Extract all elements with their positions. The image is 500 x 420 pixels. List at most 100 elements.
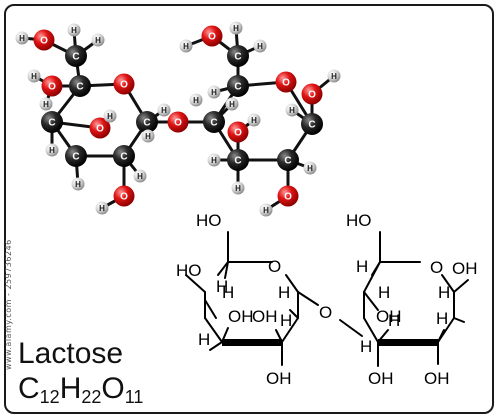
atom-sphere (231, 181, 245, 195)
atom-c: C (136, 111, 158, 133)
atom-sphere (275, 71, 297, 93)
atom-sphere (45, 143, 59, 157)
skeletal-label: H (436, 309, 448, 328)
atom-h: H (327, 69, 341, 83)
atom-c: C (203, 111, 225, 133)
atom-symbol: O (284, 192, 292, 203)
skeletal-label: H (278, 283, 290, 302)
atom-symbol: H (99, 204, 105, 213)
atom-sphere (203, 111, 225, 133)
skeletal-label: HO (346, 211, 372, 230)
atom-h: H (303, 161, 317, 175)
atom-sphere (285, 103, 299, 117)
atom-h: H (189, 93, 203, 107)
atom-sphere (259, 203, 273, 217)
atom-h: H (229, 21, 243, 35)
skeletal-label: HO (196, 211, 222, 230)
atom-symbol: H (43, 100, 49, 109)
skeletal-label: O (430, 258, 443, 277)
atom-sphere (27, 69, 41, 83)
atom-symbol: C (234, 82, 241, 93)
atom-symbol: H (95, 36, 101, 45)
atom-sphere (33, 29, 55, 51)
atom-o: O (113, 185, 135, 207)
formula-element-o: O (101, 372, 125, 405)
atom-symbol: C (72, 52, 79, 63)
atom-symbol: O (120, 192, 128, 203)
skeletal-label: H (360, 337, 372, 356)
atom-o: O (89, 117, 111, 139)
atom-sphere (136, 111, 158, 133)
atom-h: H (103, 109, 117, 123)
skeletal-label: OH (376, 307, 402, 326)
atom-sphere (301, 83, 323, 105)
atom-symbol: H (49, 146, 55, 155)
atom-sphere (167, 111, 189, 133)
atom-symbol: H (257, 42, 263, 51)
skeletal-label: OH (252, 307, 278, 326)
atom-symbol: H (75, 180, 81, 189)
atom-sphere (303, 161, 317, 175)
skeletal-label: O (268, 257, 281, 276)
skeletal-label: H (356, 257, 368, 276)
atom-h: H (71, 177, 85, 191)
atom-o: O (113, 73, 135, 95)
atom-sphere (89, 117, 111, 139)
atom-sphere (179, 39, 193, 53)
skeletal-label: H (378, 283, 390, 302)
atom-symbol: C (234, 156, 241, 167)
atom-h: H (95, 201, 109, 215)
atom-sphere (189, 93, 203, 107)
atom-h: H (27, 69, 41, 83)
atom-o: O (167, 111, 189, 133)
atom-symbol: C (210, 118, 217, 129)
atom-h: H (285, 103, 299, 117)
atom-sphere (207, 85, 221, 99)
atom-h: H (179, 39, 193, 53)
skeletal-label: OH (368, 369, 394, 388)
formula-count-h: 22 (81, 387, 102, 407)
image-frame (4, 4, 494, 414)
atom-o: O (227, 121, 249, 143)
skeletal-formula-bonds (185, 231, 469, 367)
atom-sphere (301, 113, 323, 135)
skeletal-label: OH (266, 369, 292, 388)
skeletal-label: OH (424, 369, 450, 388)
atom-sphere (65, 145, 87, 167)
atom-h: H (91, 33, 105, 47)
atom-h: H (133, 169, 147, 183)
atom-symbol: H (19, 34, 25, 43)
atom-sphere (227, 45, 249, 67)
atom-sphere (103, 109, 117, 123)
atom-symbol: H (211, 88, 217, 97)
formula-element-h: H (59, 372, 82, 405)
atom-c: C (69, 75, 91, 97)
atom-c: C (113, 145, 135, 167)
formula-count-c: 12 (39, 387, 60, 407)
skeletal-label: H (280, 311, 292, 330)
atom-h: H (259, 203, 273, 217)
atom-sphere (201, 25, 223, 47)
atom-sphere (113, 145, 135, 167)
atom-o: O (33, 29, 55, 51)
atom-sphere (277, 149, 299, 171)
atom-sphere (41, 75, 63, 97)
atom-sphere (227, 149, 249, 171)
atom-h: H (225, 97, 239, 111)
atom-symbol: O (96, 124, 104, 135)
atom-sphere (41, 111, 63, 133)
skeletal-label: HO (176, 261, 202, 280)
atom-sphere (65, 45, 87, 67)
skeletal-label: H (438, 283, 450, 302)
atom-symbol: H (331, 72, 337, 81)
atom-symbol: O (234, 128, 242, 139)
atom-c: C (65, 45, 87, 67)
atom-h: H (141, 129, 155, 143)
atom-sphere (71, 177, 85, 191)
atom-symbol: O (208, 32, 216, 43)
atom-symbol: H (289, 106, 295, 115)
atom-symbol: H (307, 164, 313, 173)
